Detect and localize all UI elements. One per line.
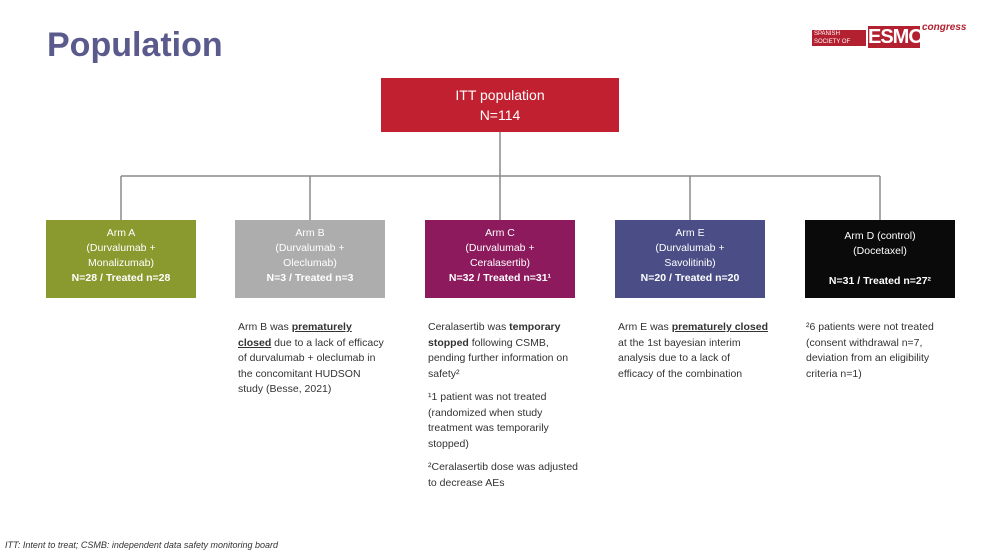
- arm-c-box: Arm C (Durvalumab + Ceralasertib) N=32 /…: [425, 220, 575, 298]
- arm-e-drug2: Savolitinib): [664, 257, 716, 269]
- arm-a-name: Arm A: [106, 227, 136, 239]
- itt-population-box: ITT population N=114: [381, 78, 619, 132]
- arm-e-note: Arm E was prematurely closed at the 1st …: [618, 320, 768, 390]
- arm-c-name: Arm C: [485, 227, 515, 239]
- arm-c-drug2: Ceralasertib): [469, 257, 531, 269]
- note-c-footnote2: ²Ceralasertib dose was adjusted to decre…: [428, 461, 578, 489]
- footnote: ITT: Intent to treat; CSMB: independent …: [5, 540, 278, 550]
- arm-d-box: Arm D (control) (Docetaxel) N=31 / Treat…: [805, 220, 955, 298]
- note-c-footnote1: ¹1 patient was not treated (randomized w…: [428, 391, 549, 450]
- arm-e-name: Arm E: [675, 227, 705, 239]
- note-b-text1: Arm B was: [238, 321, 292, 333]
- arm-d-note: ²6 patients were not treated (consent wi…: [806, 320, 956, 390]
- arm-a-drug2: Monalizumab): [88, 257, 154, 269]
- logo-congress: congress: [922, 22, 967, 33]
- arm-b-box: Arm B (Durvalumab + Oleclumab) N=3 / Tre…: [235, 220, 385, 298]
- arm-d-drug: (Docetaxel): [853, 245, 907, 257]
- note-b-text2: due to a lack of efficacy of durvalumab …: [238, 336, 384, 396]
- itt-count: N=114: [479, 107, 521, 123]
- arm-a-drug1: (Durvalumab +: [86, 242, 156, 254]
- arm-d-name: Arm D (control): [844, 230, 916, 242]
- note-e-text2: at the 1st bayesian interim analysis due…: [618, 336, 743, 380]
- esmo-congress-logo: SPANISH SOCIETY OF MEDICAL ONCOLOGY ESMO…: [812, 22, 972, 52]
- arm-c-note: Ceralasertib was temporary stopped follo…: [428, 320, 578, 499]
- note-c-text1: Ceralasertib was: [428, 321, 510, 333]
- arm-a-box: Arm A (Durvalumab + Monalizumab) N=28 / …: [46, 220, 196, 298]
- arm-a-count: N=28 / Treated n=28: [71, 272, 171, 284]
- arm-e-drug1: (Durvalumab +: [655, 242, 725, 254]
- arm-b-name: Arm B: [295, 227, 325, 239]
- arm-c-count: N=32 / Treated n=31¹: [448, 272, 552, 284]
- arm-e-box: Arm E (Durvalumab + Savolitinib) N=20 / …: [615, 220, 765, 298]
- logo-esmo: ESMO: [868, 26, 924, 48]
- note-e-text1: Arm E was: [618, 321, 672, 333]
- arm-d-count: N=31 / Treated n=27²: [828, 275, 932, 287]
- page-title: Population: [47, 26, 223, 64]
- itt-label: ITT population: [455, 87, 545, 103]
- logo-society-block: SPANISH SOCIETY OF MEDICAL ONCOLOGY: [812, 30, 866, 46]
- note-d-text: ²6 patients were not treated (consent wi…: [806, 321, 934, 380]
- note-c-text2: following CSMB, pending further informat…: [428, 336, 569, 380]
- arm-b-drug2: Oleclumab): [283, 257, 337, 269]
- arm-d-spacer: [805, 259, 955, 274]
- arm-c-drug1: (Durvalumab +: [465, 242, 535, 254]
- arm-e-count: N=20 / Treated n=20: [640, 272, 740, 284]
- note-b-emph: prematurely closed: [238, 321, 352, 349]
- arm-b-count: N=3 / Treated n=3: [266, 272, 354, 284]
- arm-b-note: Arm B was prematurely closed due to a la…: [238, 320, 386, 406]
- arm-b-drug1: (Durvalumab +: [275, 242, 345, 254]
- note-e-emph: prematurely closed: [671, 321, 768, 333]
- note-c-emph: temporary stopped: [428, 321, 561, 349]
